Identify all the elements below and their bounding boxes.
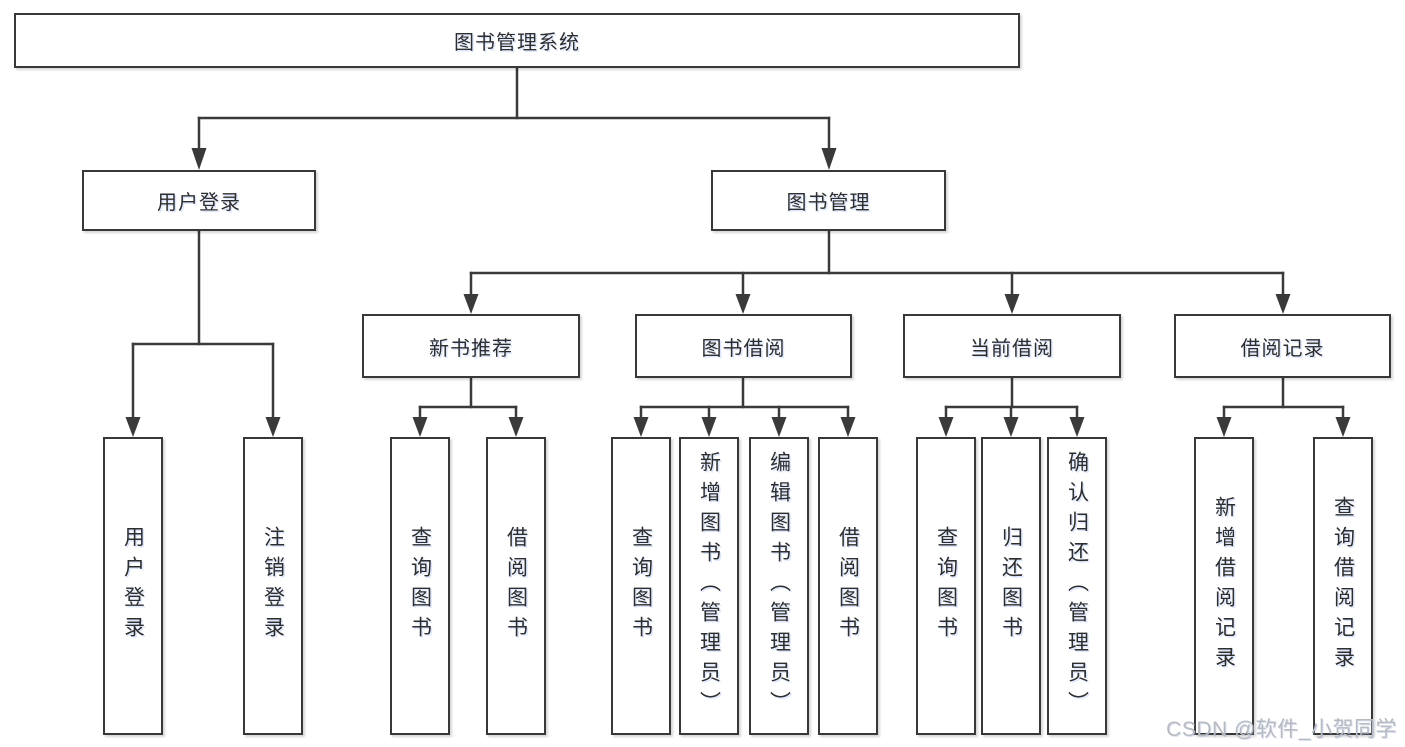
leaf-return-book: 归还图书 [981,437,1041,735]
node-borrow-record: 借阅记录 [1174,314,1391,378]
node-book-borrow: 图书借阅 [635,314,852,378]
node-root: 图书管理系统 [14,13,1020,68]
leaf-query-book-1: 查询图书 [390,437,450,735]
node-user-login: 用户登录 [82,170,316,231]
leaf-borrow-book-1: 借阅图书 [486,437,546,735]
leaf-query-book-2: 查询图书 [611,437,671,735]
leaf-confirm-return: 确认归还（管理员） [1047,437,1107,735]
leaf-query-book-3: 查询图书 [916,437,976,735]
csdn-watermark: CSDN @软件_小贺同学 [1166,718,1397,741]
node-new-book-rec: 新书推荐 [362,314,580,378]
leaf-user-login: 用户登录 [103,437,163,735]
leaf-borrow-book-2: 借阅图书 [818,437,878,735]
leaf-add-record: 新增借阅记录 [1194,437,1254,735]
leaf-logout: 注销登录 [243,437,303,735]
leaf-edit-book: 编辑图书（管理员） [749,437,809,735]
leaf-query-record: 查询借阅记录 [1313,437,1373,735]
node-book-mgmt: 图书管理 [711,170,946,231]
node-current-borrow: 当前借阅 [903,314,1121,378]
leaf-add-book: 新增图书（管理员） [679,437,739,735]
